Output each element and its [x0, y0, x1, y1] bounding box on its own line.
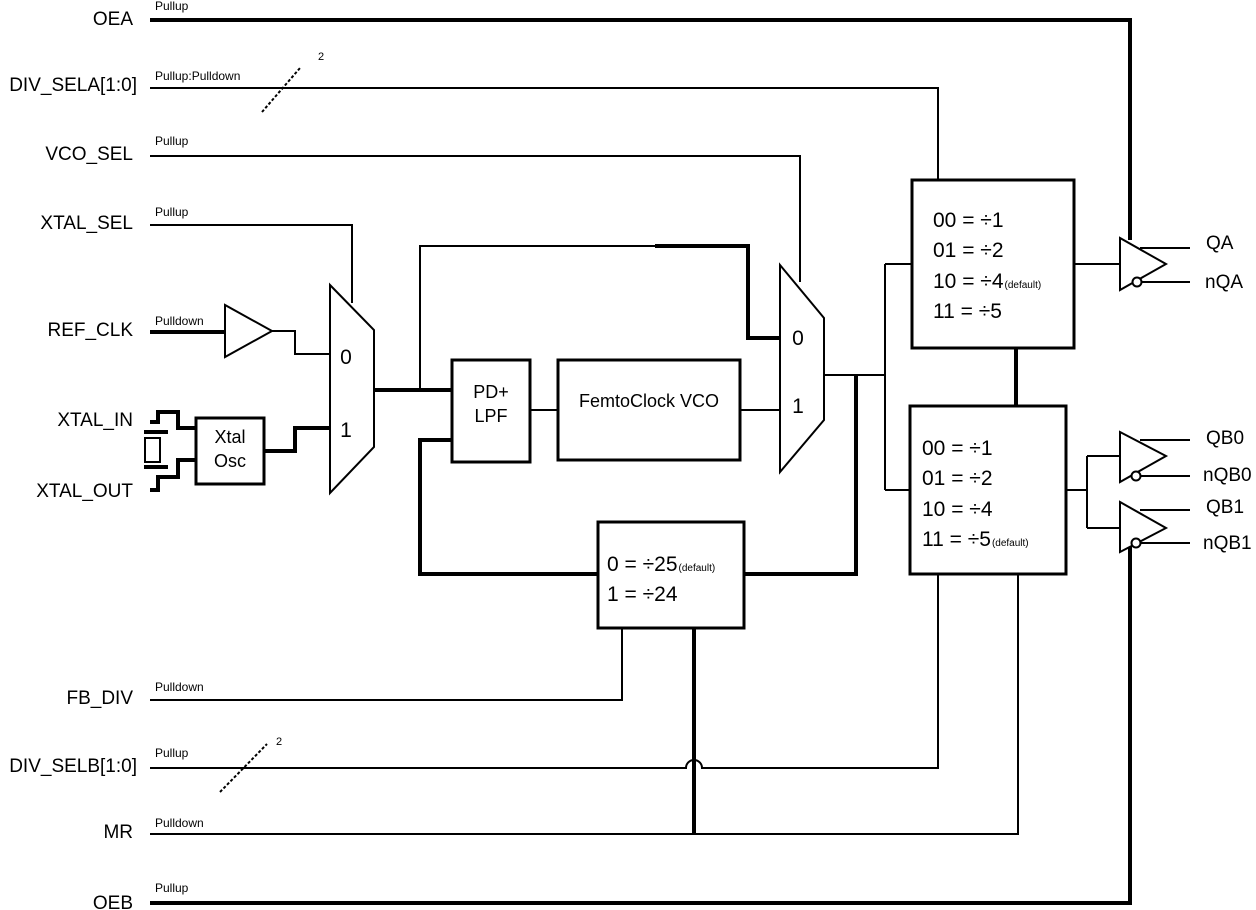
wire-div-sela	[150, 87, 939, 180]
output-label-qa: QA	[1206, 233, 1234, 254]
output-buffer-qb0	[1119, 430, 1190, 484]
pull-label-ref-clk: Pulldown	[155, 314, 204, 328]
bus-slash-b	[219, 743, 268, 793]
bus-slash-a	[261, 67, 301, 113]
xtal-osc-block	[194, 416, 266, 486]
wire-xtal-sel	[150, 224, 353, 303]
fb-div-row-0: 0 = ÷25(default)	[607, 553, 715, 576]
vco-mux-label-0: 0	[792, 327, 804, 350]
signal-label-oeb: OEB	[93, 893, 133, 910]
xtal-osc-label-1: Xtal	[214, 427, 245, 447]
input-mux-label-1: 1	[340, 419, 352, 442]
pd-lpf-label-1: PD+	[473, 382, 509, 402]
signal-label-xtal-in: XTAL_IN	[57, 410, 133, 431]
wire-div-selb	[150, 574, 939, 769]
div-b-row-3: 11 = ÷5(default)	[922, 528, 1029, 551]
wire-fb-to-pd	[418, 438, 598, 576]
input-mux-label-0: 0	[340, 346, 352, 369]
output-buffer-qa	[1119, 236, 1190, 292]
output-label-qb0: QB0	[1206, 428, 1244, 449]
vco-label: FemtoClock VCO	[579, 391, 719, 411]
bus-width-b: 2	[276, 736, 282, 748]
wire-to-output-dividers	[884, 263, 912, 491]
wire-div-b-fanout	[1086, 455, 1120, 529]
pull-label-fb-div: Pulldown	[155, 680, 204, 694]
output-label-nqa: nQA	[1205, 272, 1243, 293]
output-label-nqb1: nQB1	[1203, 533, 1252, 554]
vco-mux	[779, 262, 825, 475]
pull-label-div-sela: Pullup:Pulldown	[155, 69, 240, 83]
signal-label-mr: MR	[103, 822, 133, 843]
ref-clk-buffer	[224, 303, 275, 359]
pull-label-mr: Pulldown	[155, 816, 204, 830]
output-buffer-qb1	[1119, 500, 1190, 554]
signal-label-div-sela: DIV_SELA[1:0]	[9, 75, 137, 96]
wire-ref-to-mux	[272, 330, 332, 355]
crystal-icon	[144, 410, 196, 492]
pull-label-oeb: Pullup	[155, 881, 189, 895]
wire-oea	[150, 18, 1132, 240]
div-b-row-2: 10 = ÷4	[922, 498, 993, 521]
signal-label-ref-clk: REF_CLK	[47, 320, 133, 341]
signal-label-vco-sel: VCO_SEL	[45, 144, 133, 165]
div-a-row-2: 10 = ÷4(default)	[933, 270, 1041, 293]
signal-label-div-selb: DIV_SELB[1:0]	[9, 756, 137, 777]
pull-label-vco-sel: Pullup	[155, 134, 189, 148]
wire-to-fb-div	[744, 375, 858, 576]
output-label-nqb0: nQB0	[1203, 465, 1252, 486]
wire-bypass-a	[419, 245, 655, 390]
wire-osc-to-mux	[264, 426, 332, 453]
pull-label-div-selb: Pullup	[155, 746, 189, 760]
div-b-row-1: 01 = ÷2	[922, 467, 993, 490]
div-b-row-0: 00 = ÷1	[922, 437, 993, 460]
div-a-row-1: 01 = ÷2	[933, 239, 1004, 262]
fb-div-row-1: 1 = ÷24	[607, 583, 678, 606]
wire-fb-div	[150, 628, 623, 701]
wire-oeb	[150, 520, 1132, 905]
signal-label-oea: OEA	[93, 9, 133, 30]
signal-label-xtal-out: XTAL_OUT	[36, 481, 133, 502]
wire-mr	[150, 574, 1019, 835]
pull-label-oea: Pullup	[155, 0, 189, 13]
xtal-osc-label-2: Osc	[214, 451, 246, 471]
bus-width-a: 2	[318, 51, 324, 63]
wire-bypass-b	[655, 244, 780, 340]
input-mux	[329, 282, 375, 496]
div-a-row-0: 00 = ÷1	[933, 209, 1004, 232]
output-label-qb1: QB1	[1206, 497, 1244, 518]
pd-lpf-label-2: LPF	[474, 406, 507, 426]
signal-label-fb-div: FB_DIV	[66, 688, 133, 709]
div-a-row-3: 11 = ÷5	[933, 300, 1002, 323]
wire-vco-sel	[150, 155, 801, 282]
vco-mux-label-1: 1	[792, 395, 804, 418]
pull-label-xtal-sel: Pullup	[155, 205, 189, 219]
signal-label-xtal-sel: XTAL_SEL	[40, 213, 133, 234]
